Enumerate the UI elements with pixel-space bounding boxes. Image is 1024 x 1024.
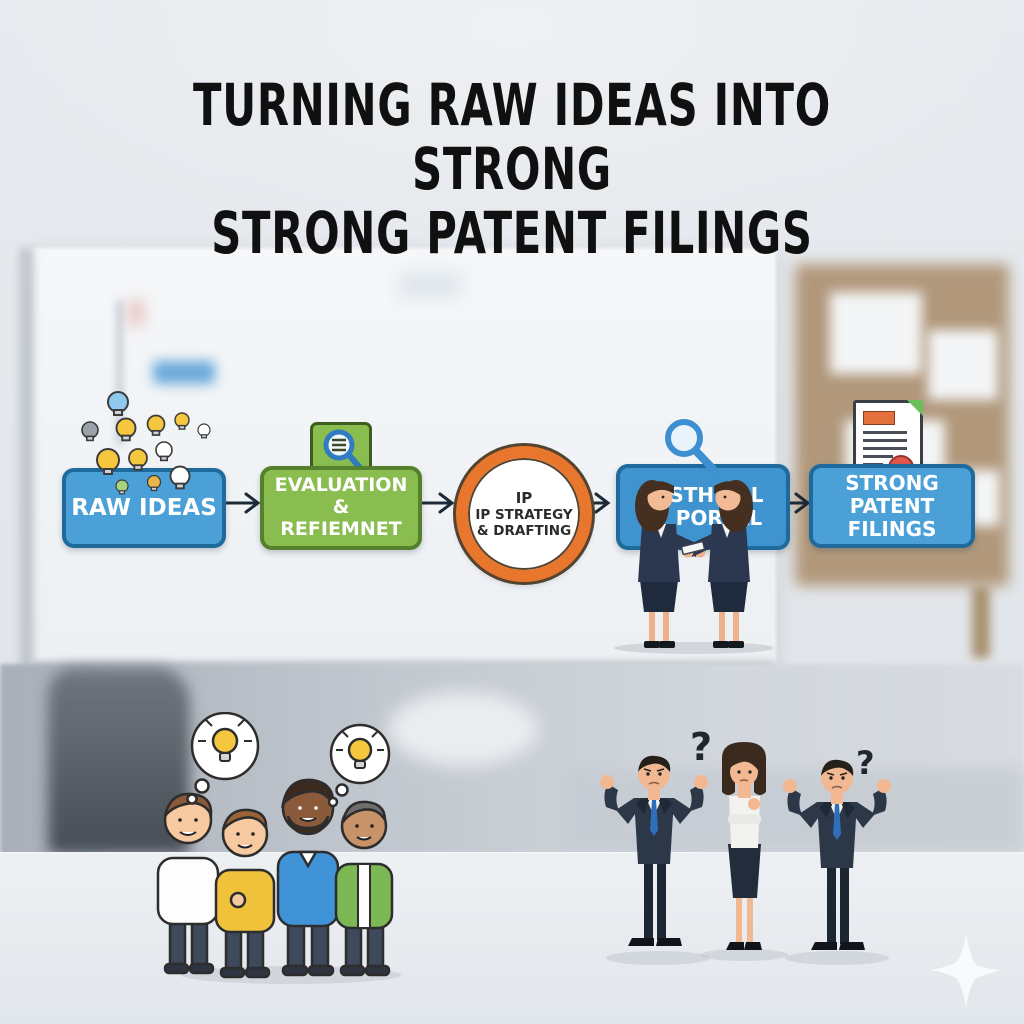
ip-strategy-label: IP STRATEGY [475,506,573,523]
whiteboard-blue-bar [153,361,215,384]
flow-step-raw-ideas: RAW IDEAS [62,468,226,548]
flow-step-evaluation-line1: EVALUATION & [274,474,408,519]
title-line-1: TURNING RAW IDEAS INTO STRONG [193,71,831,203]
pinned-paper [928,330,998,400]
man-yellow-sweater [214,808,276,979]
man-green-jacket [334,800,394,977]
strong-label-line2: PATENT FILINGS [847,493,937,541]
document-title-bar [863,411,895,425]
flow-step-evaluation: EVALUATION & REFIEMNET [260,466,422,550]
wall-background [0,0,1024,260]
man-blue-sweater [276,778,340,977]
question-mark: ? [690,725,712,769]
flow-step-raw-ideas-label: RAW IDEAS [71,494,217,521]
four-point-sparkle-icon [930,932,1002,1008]
question-mark: ? [856,744,875,782]
flow-step-strong-patent-filings: STRONG PATENT FILINGS [809,464,975,548]
confused-business-trio: ? ? [599,725,892,965]
thought-bubble-lightbulb-icon [186,712,260,805]
flow-step-ip-strategy: IP IP STRATEGY & DRAFTING [456,446,592,582]
confused-businesswoman [722,742,767,950]
whiteboard-soft-mark [400,272,460,298]
thought-bubble-lightbulb-icon [327,723,391,808]
man-white-shirt [156,792,220,975]
businesswomen-pair [614,480,774,654]
lightbulb-cluster-icon [81,391,211,495]
whiteboard-faint-line [117,300,122,445]
flow-arrow-2 [416,492,455,514]
whiteboard-edge [20,248,34,668]
flow-arrow-1 [222,492,261,514]
strong-label-line1: STRONG [845,470,939,495]
drafting-label: & DRAFTING [476,523,572,539]
folded-corner [907,400,923,416]
document-line [863,455,893,458]
document-line [863,439,907,442]
businesswoman-right [682,480,753,648]
confused-businessman-left [599,754,709,947]
page-title: TURNING RAW IDEAS INTO STRONG STRONG PAT… [143,71,880,267]
confused-businessman-right [782,758,892,951]
flow-step-evaluation-line2: REFIEMNET [280,517,402,540]
blurred-table [388,692,538,766]
brainstorming-group [156,712,401,984]
businesswoman-left [635,480,706,648]
document-line [863,431,907,434]
pinned-paper [830,292,922,374]
pinboard-leg [972,586,990,658]
magnifier-icon [665,419,717,473]
ip-label: IP [515,488,533,507]
document-line [863,447,907,450]
title-line-2: STRONG PATENT FILINGS [211,198,813,267]
exchanged-document [680,540,706,556]
whiteboard-faint-mark [128,300,144,326]
